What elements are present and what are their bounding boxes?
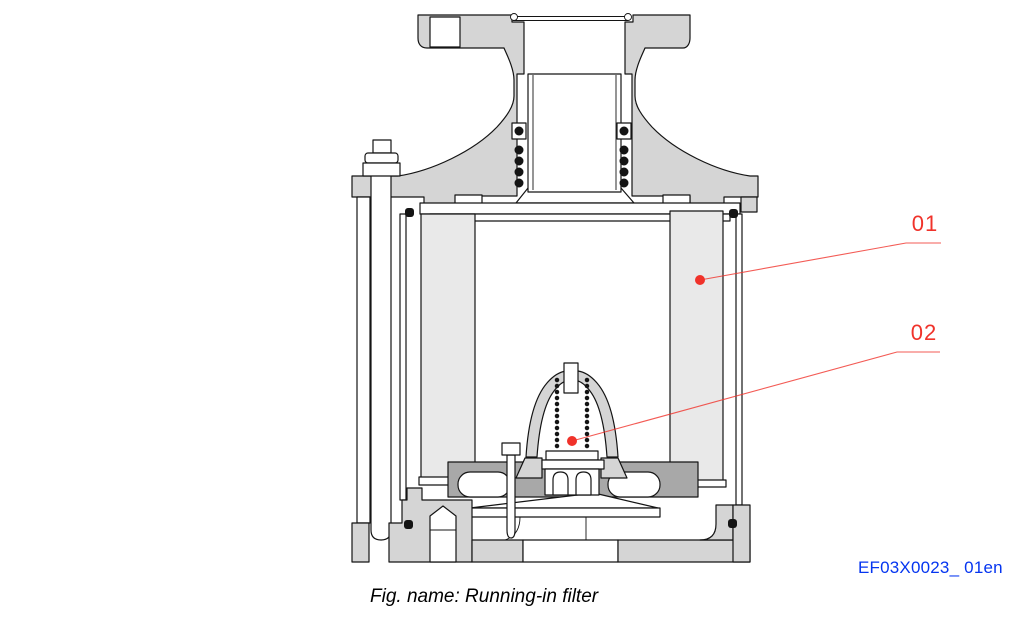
pedestal-flange [541,459,605,470]
leader-line-01 [699,242,941,281]
standpipe [515,73,635,204]
center-bolt [501,442,521,539]
callout-label-02: 02 [910,320,938,345]
filter-element-left-section [420,213,476,479]
pedestal-top-plate [545,450,599,461]
top-flange-and-cover [351,13,759,213]
callout-dot-01 [695,275,705,285]
valve-stem [563,362,579,394]
top-gasket-plate [510,13,632,21]
leader-line-02 [571,351,940,442]
o-ring-seals [404,208,738,529]
right-ear-step [740,196,758,213]
left-stud-bolt [356,139,401,541]
nut [362,162,401,177]
bottom-casting [351,457,751,563]
callout-leaders [567,242,941,446]
filter-element-right-section [669,210,724,482]
bracket-bar [356,196,371,524]
figure-caption: Fig. name: Running-in filter [370,586,599,607]
spring-stack [511,122,632,199]
callout-label-01: 01 [911,211,939,236]
outlet-channel [522,539,619,563]
callout-dot-02 [567,436,577,446]
drain-plug [429,505,457,563]
document-code: EF03X0023_ 01en [858,558,1003,577]
flange-bolt-hole [429,16,461,48]
bypass-valve [525,362,619,496]
filter-element [418,210,727,488]
diffuser-plate [467,507,661,518]
bolt-head [372,139,392,154]
bottom-right-ear [732,504,751,563]
bottom-left-ear [351,522,370,563]
stud-rod [370,165,392,541]
washer [364,152,399,164]
